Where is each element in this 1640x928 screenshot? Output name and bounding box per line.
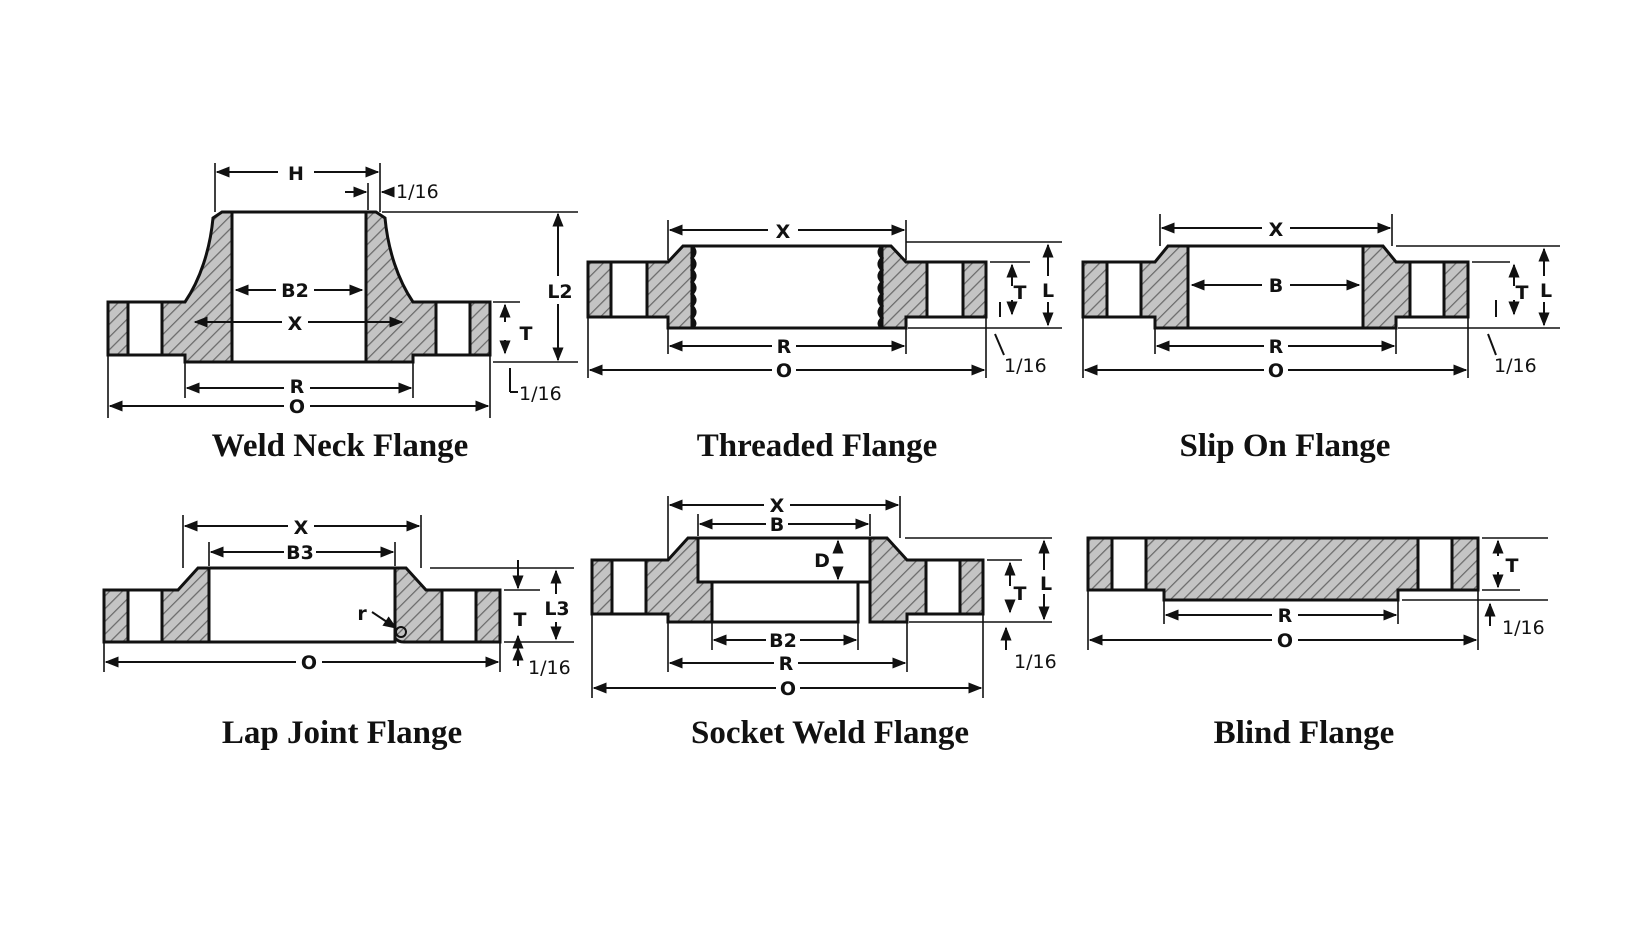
slip-on-label-t: T (1516, 282, 1529, 304)
blind-label-r: R (1278, 605, 1293, 627)
threaded-bolt-hole-right (925, 260, 965, 319)
threaded-bolt-hole-left (609, 260, 649, 319)
threaded-label-o: O (776, 360, 792, 382)
weld-neck-label-o: O (289, 396, 305, 418)
socket-weld-flange-drawing: X B D B2 R O L T (590, 495, 1057, 700)
slip-on-label-b: B (1269, 275, 1283, 297)
lap-joint-label-r: r (357, 603, 367, 625)
weld-neck-label-frac-top: 1/16 (396, 181, 439, 203)
threaded-label-x: X (776, 221, 791, 243)
threaded-label-t: T (1014, 282, 1027, 304)
threaded-label-r: R (777, 336, 792, 358)
lap-joint-label-t: T (514, 609, 527, 631)
socket-weld-label-o: O (780, 678, 796, 700)
weld-neck-label-l2: L2 (547, 281, 572, 303)
weld-neck-label-b2: B2 (281, 280, 309, 302)
blind-bolt-hole-left (1110, 536, 1148, 592)
lap-joint-label-x: X (294, 517, 309, 539)
socket-weld-bolt-hole-left (610, 558, 648, 616)
caption-blind-flange: Blind Flange (1213, 715, 1395, 751)
weld-neck-label-x: X (288, 313, 303, 335)
slip-on-label-r: R (1269, 336, 1284, 358)
weld-neck-label-t: T (520, 323, 533, 345)
lap-joint-flange-drawing: X B3 r O T L3 1/16 (102, 515, 574, 679)
caption-lap-joint-flange: Lap Joint Flange (221, 715, 463, 751)
socket-weld-bore (710, 580, 860, 624)
threaded-label-l: L (1042, 280, 1054, 302)
weld-neck-label-frac-bottom: 1/16 (519, 383, 562, 405)
slip-on-label-l: L (1540, 280, 1552, 302)
socket-weld-left-section (590, 536, 714, 624)
lap-joint-bolt-hole-left (126, 588, 164, 644)
socket-weld-label-l: L (1040, 573, 1052, 595)
slip-on-label-frac: 1/16 (1494, 355, 1537, 377)
slip-on-bore (1186, 244, 1365, 330)
socket-weld-label-t: T (1014, 583, 1027, 605)
weld-neck-label-h: H (288, 163, 304, 185)
socket-weld-label-x: X (770, 495, 785, 517)
lap-joint-label-o: O (301, 652, 317, 674)
weld-neck-bolt-hole-left (126, 300, 164, 357)
socket-weld-label-b: B (770, 514, 784, 536)
socket-weld-bolt-hole-right (924, 558, 962, 616)
socket-weld-label-b2: B2 (769, 630, 797, 652)
slip-on-label-x: X (1269, 219, 1284, 241)
weld-neck-flange-drawing: H 1/16 B2 X R O L2 T (106, 163, 578, 418)
weld-neck-bolt-hole-right (434, 300, 472, 357)
caption-socket-weld-flange: Socket Weld Flange (690, 715, 970, 751)
caption-slip-on-flange: Slip On Flange (1179, 428, 1391, 464)
lap-joint-bolt-hole-right (440, 588, 478, 644)
weld-neck-label-r: R (290, 376, 305, 398)
socket-weld-label-r: R (779, 653, 794, 675)
blind-label-o: O (1277, 630, 1293, 652)
threaded-flange-drawing: X R O L T 1/16 (586, 220, 1062, 382)
caption-weld-neck-flange: Weld Neck Flange (211, 428, 469, 464)
socket-weld-socket (696, 536, 872, 584)
slip-on-bolt-hole-right (1408, 260, 1446, 319)
weld-neck-bore (230, 210, 368, 364)
blind-bolt-hole-right (1416, 536, 1454, 592)
caption-threaded-flange: Threaded Flange (696, 428, 938, 464)
slip-on-bolt-hole-left (1105, 260, 1143, 319)
lap-joint-bore (207, 566, 397, 644)
slip-on-label-o: O (1268, 360, 1284, 382)
socket-weld-label-frac: 1/16 (1014, 651, 1057, 673)
slip-on-flange-drawing: X B R O L T 1/16 (1081, 214, 1560, 382)
blind-label-frac: 1/16 (1502, 617, 1545, 639)
socket-weld-label-d: D (814, 550, 830, 572)
threaded-label-frac: 1/16 (1004, 355, 1047, 377)
blind-flange-drawing: R O T 1/16 (1086, 536, 1548, 652)
threaded-bore (687, 244, 887, 330)
lap-joint-label-l3: L3 (544, 598, 569, 620)
lap-joint-label-frac: 1/16 (528, 657, 571, 679)
blind-label-t: T (1506, 555, 1519, 577)
lap-joint-label-b3: B3 (286, 542, 314, 564)
